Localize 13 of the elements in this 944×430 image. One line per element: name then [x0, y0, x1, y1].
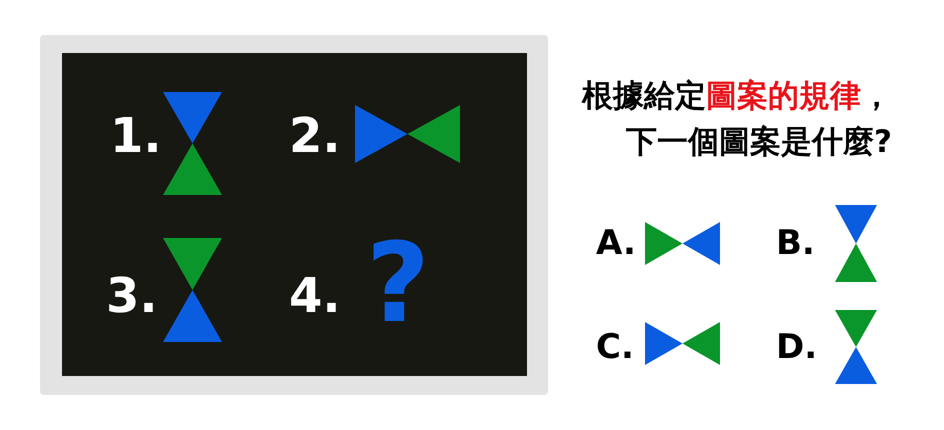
question-mark: ? — [366, 228, 430, 338]
option-label: 3. — [106, 272, 158, 320]
option-label: 4. — [289, 272, 341, 320]
question-text: 下一個圖案是什麼? — [626, 124, 892, 162]
option-label: D. — [776, 330, 818, 364]
highlighted-text: 圖案的規律 — [706, 78, 861, 116]
option-label: C. — [596, 330, 634, 364]
question-text: 根據給定 — [582, 78, 706, 116]
option-label: A. — [596, 226, 636, 260]
option-label: 1. — [110, 112, 162, 160]
option-label: 2. — [289, 112, 341, 160]
comma: ， — [861, 78, 892, 116]
option-label: B. — [776, 226, 815, 260]
